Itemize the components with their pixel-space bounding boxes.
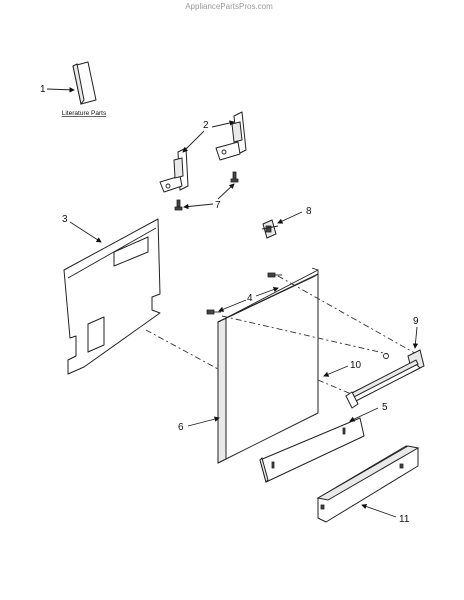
literature-parts-label: Literature Parts: [62, 110, 107, 117]
callout-2: 2: [203, 120, 209, 131]
alignment-line-handle-top: [221, 315, 389, 355]
outer-door-panel: [217, 267, 319, 464]
bottom-trim-strip: [316, 445, 420, 523]
hinge-right: [215, 111, 247, 161]
hinge-screw-right: [230, 171, 239, 183]
hinge-left: [159, 147, 189, 193]
callout-7: 7: [215, 200, 221, 211]
door-clip: [261, 219, 279, 239]
alignment-line-panel: [145, 329, 219, 370]
callout-3: 3: [62, 214, 68, 225]
door-handle: [345, 359, 421, 409]
callout-5: 5: [382, 402, 388, 413]
door-screw-lower: [206, 309, 221, 315]
kick-plate: [259, 417, 365, 483]
callout-1: 1: [40, 84, 46, 95]
inner-door-panel: [63, 218, 161, 375]
callout-4: 4: [247, 293, 253, 304]
callout-6: 6: [178, 422, 184, 433]
literature-parts-booklet: [72, 61, 97, 106]
callout-8: 8: [306, 206, 312, 217]
callout-11: 11: [399, 514, 410, 525]
hinge-screw-left: [174, 199, 183, 211]
callout-10: 10: [350, 360, 362, 371]
watermark-text: AppliancePartsPros.com: [185, 2, 273, 11]
door-screw-upper: [267, 272, 282, 278]
alignment-line-screws: [277, 275, 421, 357]
callout-9: 9: [413, 316, 419, 327]
